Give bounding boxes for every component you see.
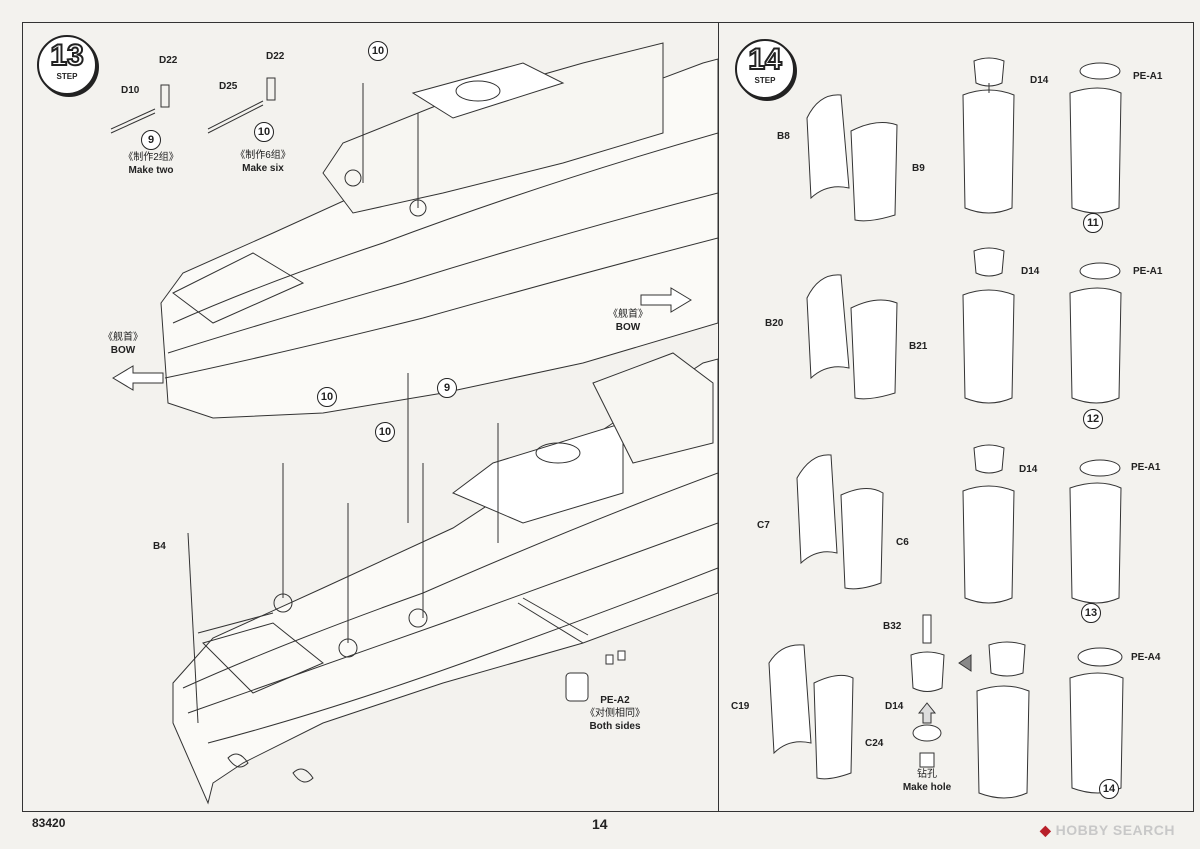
watermark: ◆ HOBBY SEARCH: [1040, 822, 1175, 839]
bow-cn: 《舰首》: [103, 332, 143, 343]
note-cn: 《制作2组》: [123, 152, 179, 163]
page-number: 14: [592, 816, 608, 832]
make-hole-note: 钻孔 Make hole: [899, 768, 955, 794]
step-14-drawing: [768, 57, 1124, 799]
part-label-d10: D10: [121, 85, 140, 96]
part-label-d22-b: D22: [266, 51, 285, 62]
step-word: STEP: [56, 72, 78, 81]
note-cn: 《制作6组》: [235, 150, 291, 161]
pe-a2-note: PE-A2 《对侧相同》 Both sides: [575, 694, 655, 733]
bow-label-right: 《舰首》 BOW: [593, 308, 663, 334]
watermark-text: HOBBY SEARCH: [1055, 822, 1175, 838]
bow-en: BOW: [615, 322, 641, 333]
callout-9: 9: [141, 130, 161, 150]
step-14-panel: 14 STEP B8 B9 D14 PE-A1 11 B20 B21 D14 P…: [718, 22, 1194, 812]
note-make-six: 《制作6组》 Make six: [223, 149, 303, 175]
part-label-b21: B21: [909, 341, 928, 352]
result-callout-12: 12: [1083, 409, 1103, 429]
hull-callout-9: 9: [437, 378, 457, 398]
part-label-c24: C24: [865, 738, 884, 749]
watermark-logo-icon: ◆: [1040, 822, 1052, 838]
drill-en: Make hole: [902, 782, 952, 793]
hull-callout-10-left: 10: [317, 387, 337, 407]
part-label-d22: D22: [159, 55, 178, 66]
hull-callout-10-top: 10: [368, 41, 388, 61]
pe-cn: 《对侧相同》: [585, 708, 645, 719]
bow-arrow-right: [640, 287, 692, 313]
part-label-pe-a1: PE-A1: [1133, 71, 1163, 82]
part-label-b32: B32: [883, 621, 902, 632]
step-14-badge: 14 STEP: [735, 39, 795, 99]
part-label-c19: C19: [731, 701, 750, 712]
step-13-badge: 13 STEP: [37, 35, 97, 95]
part-label-d14: D14: [1021, 266, 1040, 277]
step-number: 13: [49, 38, 84, 73]
result-callout-11: 11: [1083, 213, 1103, 233]
step-13-panel: 13 STEP D22 D10 9 《制作2组》 Make two D22 D2…: [22, 22, 719, 812]
product-code: 83420: [32, 816, 66, 830]
note-en: Make six: [242, 163, 284, 174]
part-label-c7: C7: [757, 520, 770, 531]
callout-10: 10: [254, 122, 274, 142]
part-label-pe-a1: PE-A1: [1131, 462, 1161, 473]
result-callout-14: 14: [1099, 779, 1119, 799]
part-label-pe-a4: PE-A4: [1131, 652, 1161, 663]
bow-arrow-left: [112, 365, 164, 391]
hull-callout-10-mid: 10: [375, 422, 395, 442]
part-label-d14: D14: [1019, 464, 1038, 475]
result-callout-13: 13: [1081, 603, 1101, 623]
step-number: 14: [747, 42, 782, 77]
note-en: Make two: [128, 165, 174, 176]
part-label-b20: B20: [765, 318, 784, 329]
note-make-two: 《制作2组》 Make two: [111, 151, 191, 177]
part-label-d14: D14: [885, 701, 904, 712]
part-label-b8: B8: [777, 131, 790, 142]
bow-en: BOW: [110, 345, 136, 356]
pe-en: Both sides: [589, 721, 641, 732]
part-label-pe-a1: PE-A1: [1133, 266, 1163, 277]
step-word: STEP: [754, 76, 776, 85]
part-label-d14: D14: [1030, 75, 1049, 86]
part-label-c6: C6: [896, 537, 909, 548]
part-label-b9: B9: [912, 163, 925, 174]
step-13-drawing: [110, 42, 718, 805]
bow-label-left: 《舰首》 BOW: [88, 331, 158, 357]
pe-label: PE-A2: [600, 695, 630, 706]
bow-cn: 《舰首》: [608, 309, 648, 320]
part-label-d25: D25: [219, 81, 238, 92]
part-label-b4: B4: [153, 541, 166, 552]
drill-cn: 钻孔: [917, 769, 937, 780]
